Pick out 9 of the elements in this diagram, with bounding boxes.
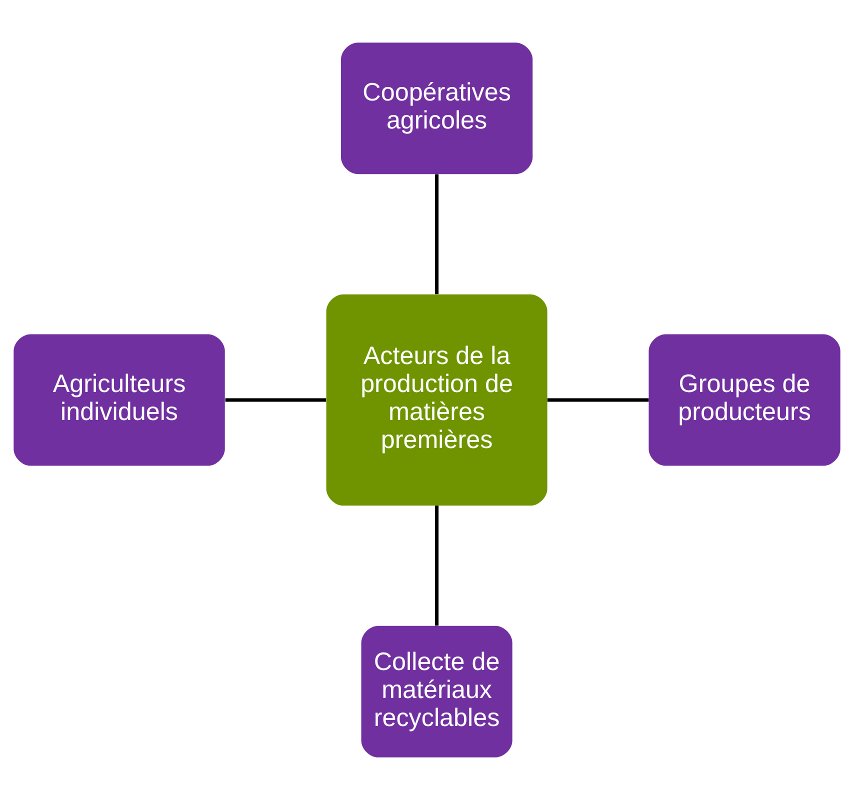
node-box: Collecte de matériaux recyclables <box>361 626 512 758</box>
connector <box>435 174 439 294</box>
node-box: Acteurs de la production de matières premières <box>326 294 548 506</box>
connector <box>547 398 649 402</box>
connector <box>225 398 326 402</box>
connector <box>435 506 439 626</box>
node-box: Agriculteurs individuels <box>14 334 225 466</box>
node-box: Coopératives agricoles <box>340 42 533 174</box>
node-box: Groupes de producteurs <box>648 334 840 466</box>
